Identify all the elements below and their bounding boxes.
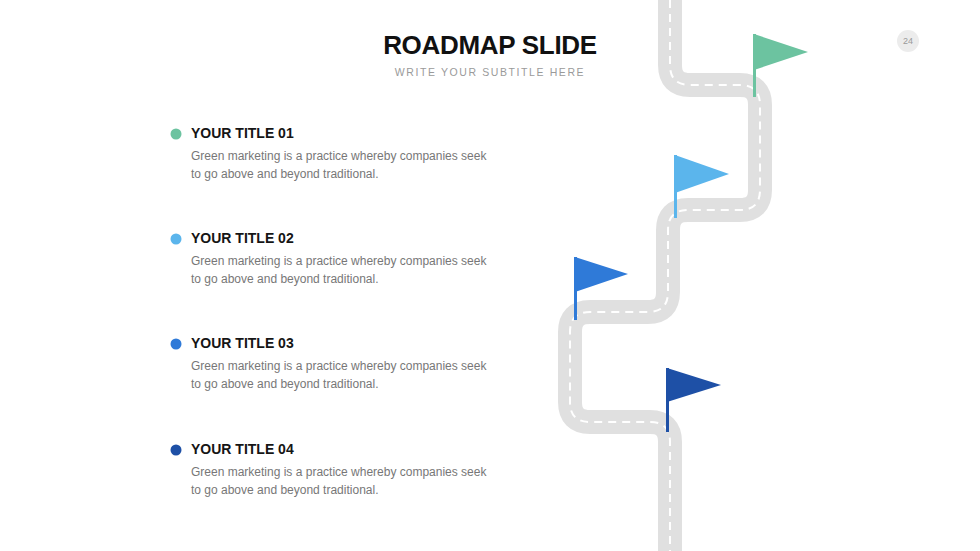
item-title: YOUR TITLE 03 <box>191 335 294 351</box>
road-marking <box>570 0 760 551</box>
bullet-dot <box>171 445 182 456</box>
item-text: Green marketing is a practice whereby co… <box>191 147 496 183</box>
item-text: Green marketing is a practice whereby co… <box>191 357 496 393</box>
item-title: YOUR TITLE 04 <box>191 441 294 457</box>
bullet-dot <box>171 234 182 245</box>
flag <box>667 368 721 432</box>
flag <box>754 34 808 97</box>
page-number: 24 <box>903 36 913 46</box>
road <box>570 0 760 551</box>
slide-subtitle: WRITE YOUR SUBTITLE HERE <box>240 66 740 78</box>
flag <box>675 155 729 218</box>
page-number-circle: 24 <box>897 30 919 52</box>
item-title: YOUR TITLE 01 <box>191 125 294 141</box>
slide-title: ROADMAP SLIDE <box>240 30 740 61</box>
item-title: YOUR TITLE 02 <box>191 230 294 246</box>
bullet-dot <box>171 129 182 140</box>
flag <box>575 257 628 320</box>
bullet-dot <box>171 339 182 350</box>
item-text: Green marketing is a practice whereby co… <box>191 252 496 288</box>
item-text: Green marketing is a practice whereby co… <box>191 463 496 499</box>
